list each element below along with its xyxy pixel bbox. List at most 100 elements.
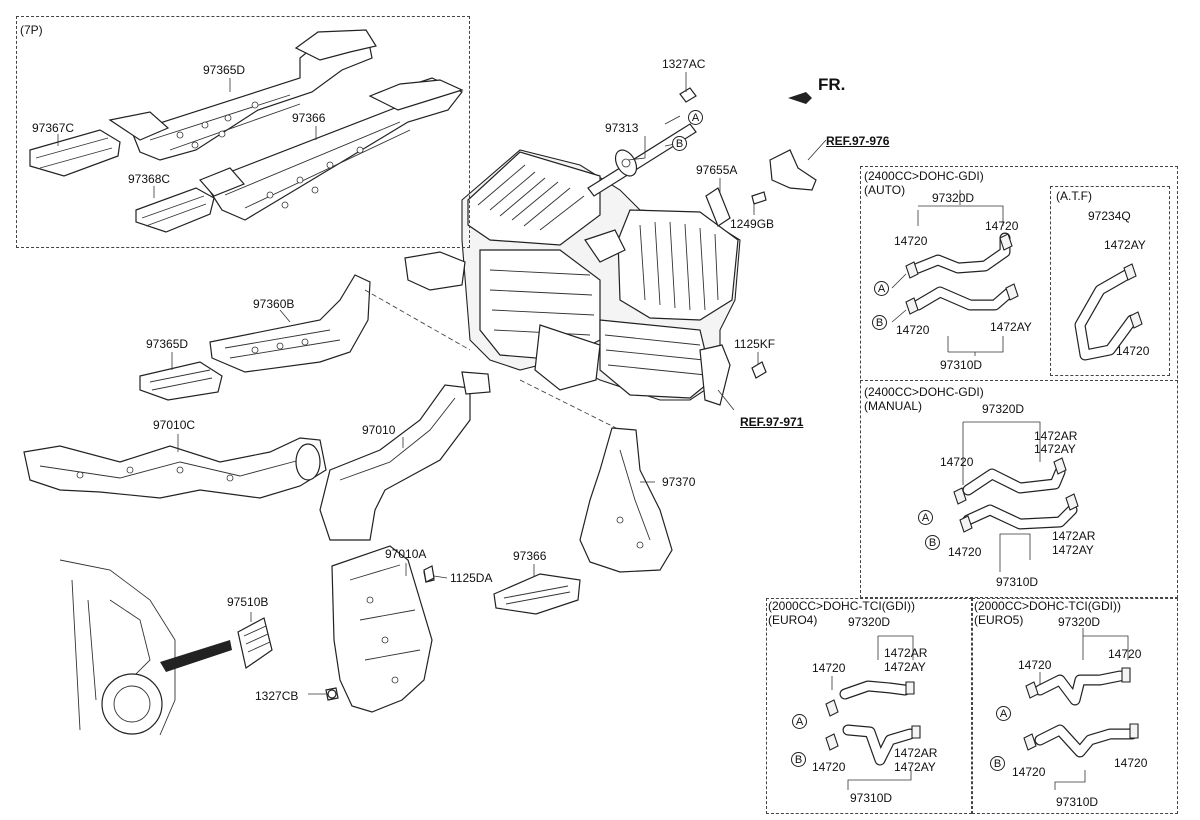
kit-7p-box — [16, 16, 470, 248]
euro5-label-14720-bottom-right: 14720 — [1114, 756, 1148, 770]
auto-label-97320d: 97320D — [932, 191, 975, 205]
label-1327cb: 1327CB — [255, 689, 299, 703]
manual-connector-b: B — [925, 535, 940, 550]
leader-lines — [57, 72, 827, 695]
manual-label-97310d: 97310D — [996, 575, 1039, 589]
label-97510b: 97510B — [227, 595, 269, 609]
hose-euro4-drawing — [825, 635, 921, 790]
front-direction-label: FR. — [818, 75, 846, 94]
nut-1327cb-drawing — [327, 689, 337, 699]
duct-97010-drawing — [319, 371, 491, 541]
auto-label-14720-top-right: 14720 — [985, 219, 1019, 233]
kit-7p-title: (7P) — [20, 23, 43, 37]
duct-97010c-drawing — [23, 437, 327, 499]
label-97313: 97313 — [605, 121, 639, 135]
euro5-title-engine: (2000CC>DOHC-TCI(GDI)) — [974, 599, 1122, 613]
atf-label-14720: 14720 — [1116, 344, 1150, 358]
manual-label-14720-bottom: 14720 — [948, 545, 982, 559]
label-97367c: 97367C — [32, 121, 75, 135]
auto-label-1472ay: 1472AY — [990, 320, 1032, 334]
duct-97360b-drawing — [209, 274, 371, 373]
auto-label-14720-bottom: 14720 — [896, 323, 930, 337]
auto-title-engine: (2400CC>DOHC-GDI) — [864, 169, 984, 183]
atf-title: (A.T.F) — [1056, 189, 1092, 203]
euro5-title-spec: (EURO5) — [974, 613, 1024, 627]
atf-label-97234q: 97234Q — [1088, 209, 1131, 223]
euro5-connector-b: B — [990, 756, 1005, 771]
connector-b-circle: B — [672, 136, 687, 151]
euro5-label-14720-top-right: 14720 — [1108, 647, 1142, 661]
connector-a-circle: A — [688, 110, 703, 125]
euro4-label-97310d: 97310D — [850, 791, 893, 805]
manual-label-1472ay-top: 1472AY — [1034, 442, 1076, 456]
label-1249gb: 1249GB — [730, 217, 775, 231]
euro4-label-97320d: 97320D — [848, 615, 891, 629]
label-97655a: 97655A — [696, 163, 738, 177]
euro4-connector-a: A — [792, 714, 807, 729]
hose-auto-drawing — [891, 190, 1019, 356]
label-1125da: 1125DA — [450, 571, 493, 585]
euro5-label-14720-top-left: 14720 — [1018, 658, 1052, 672]
euro4-title-spec: (EURO4) — [768, 613, 818, 627]
label-1125kf: 1125KF — [734, 337, 776, 351]
manual-title-engine: (2400CC>DOHC-GDI) — [864, 385, 984, 399]
pipe-97313-drawing — [587, 87, 697, 197]
manual-title-trans: (MANUAL) — [864, 399, 923, 413]
euro5-label-97310d: 97310D — [1056, 795, 1099, 809]
auto-connector-a: A — [874, 281, 889, 296]
manual-divider — [860, 380, 1178, 381]
pipe-97655a-drawing — [705, 149, 817, 227]
duct-97365d-b-drawing — [139, 361, 223, 401]
euro4-box — [766, 598, 972, 814]
auto-title-trans: (AUTO) — [864, 183, 906, 197]
manual-label-1472ay-bottom: 1472AY — [1052, 543, 1094, 557]
euro4-title-engine: (2000CC>DOHC-TCI(GDI)) — [768, 599, 916, 613]
label-97366-kit: 97366 — [292, 111, 326, 125]
euro5-label-14720-bottom-left: 14720 — [1012, 765, 1046, 779]
duct-97366-b-drawing — [493, 573, 581, 615]
label-97010c: 97010C — [153, 418, 196, 432]
atf-box — [1050, 186, 1170, 376]
duct-97365d-drawing — [108, 29, 377, 161]
euro4-label-1472ar-bottom: 1472AR — [894, 746, 938, 760]
label-97010a: 97010A — [385, 547, 427, 561]
euro4-label-1472ay-top: 1472AY — [884, 660, 926, 674]
duct-97010a-drawing — [325, 545, 435, 713]
euro5-connector-a: A — [996, 706, 1011, 721]
ref-97-976[interactable]: REF.97-976 — [826, 134, 890, 148]
car-rear-drawing — [59, 559, 273, 736]
hose-manual-drawing — [953, 421, 1079, 572]
auto-label-97310d: 97310D — [940, 358, 983, 372]
label-97010: 97010 — [362, 423, 396, 437]
ref-97-971[interactable]: REF.97-971 — [740, 415, 804, 429]
duct-97370-drawing — [579, 427, 673, 573]
hvac-unit-drawing — [404, 149, 741, 406]
auto-label-14720-left: 14720 — [894, 234, 928, 248]
label-97366: 97366 — [513, 549, 547, 563]
manual-label-1472ar-bottom: 1472AR — [1052, 529, 1096, 543]
euro4-connector-b: B — [791, 752, 806, 767]
euro4-label-14720-bottom: 14720 — [812, 760, 846, 774]
hose-group-box — [860, 166, 1178, 598]
label-97365d-kit: 97365D — [203, 63, 246, 77]
manual-label-1472ar-top: 1472AR — [1034, 429, 1078, 443]
euro4-label-1472ay-bottom: 1472AY — [894, 760, 936, 774]
euro4-label-14720-top: 14720 — [812, 661, 846, 675]
label-97365d: 97365D — [146, 337, 189, 351]
hose-euro5-drawing — [1023, 628, 1139, 790]
manual-connector-a: A — [918, 510, 933, 525]
hose-atf-drawing — [1074, 263, 1143, 361]
auto-connector-b: B — [872, 315, 887, 330]
front-arrow-icon — [788, 92, 812, 104]
manual-label-97320d: 97320D — [982, 402, 1025, 416]
duct-97367c-drawing — [29, 129, 121, 177]
label-97360b: 97360B — [253, 297, 295, 311]
bolt-1125da-drawing — [423, 565, 435, 583]
euro5-label-97320d: 97320D — [1058, 615, 1101, 629]
label-97370: 97370 — [662, 475, 696, 489]
atf-label-1472ay: 1472AY — [1104, 238, 1146, 252]
euro5-box — [972, 598, 1178, 814]
bolt-1125kf-drawing — [751, 361, 767, 379]
